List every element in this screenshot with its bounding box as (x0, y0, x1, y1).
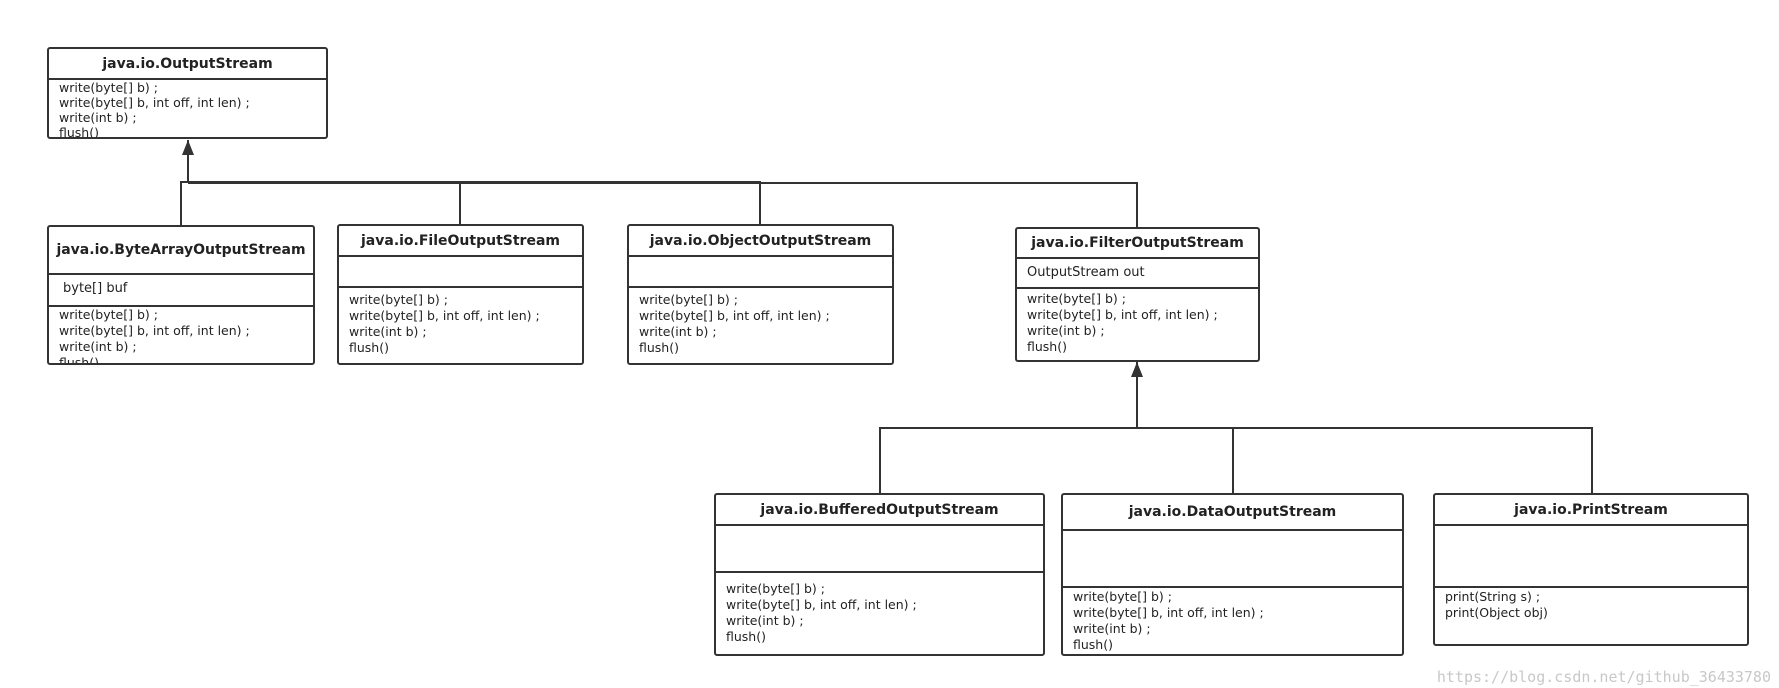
operations-compartment: print(String s) ; print(Object obj) (1435, 588, 1747, 621)
class-name: java.io.BufferedOutputStream (716, 495, 1043, 526)
attributes-compartment: byte[] buf (49, 275, 313, 307)
class-name: java.io.FileOutputStream (339, 226, 582, 257)
operation: write(int b) ; (1073, 621, 1151, 636)
operations-compartment: write(byte[] b) ; write(byte[] b, int of… (629, 288, 892, 356)
operation: flush() (59, 355, 99, 365)
class-name: java.io.ByteArrayOutputStream (49, 227, 313, 275)
class-buffered-output-stream[interactable]: java.io.BufferedOutputStream write(byte[… (714, 493, 1045, 656)
attributes-compartment (629, 257, 892, 288)
attributes-compartment (339, 257, 582, 288)
generalization-arrowhead (182, 140, 194, 155)
operation: write(byte[] b, int off, int len) ; (1027, 307, 1218, 322)
operation: write(byte[] b) ; (1027, 291, 1126, 306)
operation: flush() (349, 340, 389, 355)
operation: flush() (1073, 637, 1113, 652)
operation: flush() (59, 125, 99, 139)
generalization-arrowhead (1131, 362, 1143, 377)
operation: write(int b) ; (1027, 323, 1105, 338)
class-name: java.io.DataOutputStream (1063, 495, 1402, 531)
operation: write(byte[] b, int off, int len) ; (639, 308, 830, 323)
attributes-compartment (716, 526, 1043, 573)
class-name: java.io.OutputStream (49, 49, 326, 80)
operation: write(int b) ; (59, 339, 137, 354)
operation: flush() (1027, 339, 1067, 354)
class-file-output-stream[interactable]: java.io.FileOutputStream write(byte[] b)… (337, 224, 584, 365)
class-name: java.io.FilterOutputStream (1017, 229, 1258, 259)
operation: write(int b) ; (349, 324, 427, 339)
attributes-compartment: OutputStream out (1017, 259, 1258, 289)
class-object-output-stream[interactable]: java.io.ObjectOutputStream write(byte[] … (627, 224, 894, 365)
operations-compartment: write(byte[] b) ; write(byte[] b, int of… (1063, 588, 1402, 653)
operations-compartment: write(byte[] b) ; write(byte[] b, int of… (716, 573, 1043, 645)
operation: write(byte[] b) ; (59, 80, 158, 95)
attributes-compartment (1435, 526, 1747, 588)
class-print-stream[interactable]: java.io.PrintStream print(String s) ; pr… (1433, 493, 1749, 646)
class-data-output-stream[interactable]: java.io.DataOutputStream write(byte[] b)… (1061, 493, 1404, 656)
edge-file-to-outputstream (188, 181, 461, 225)
attribute: byte[] buf (63, 281, 128, 296)
class-name: java.io.ObjectOutputStream (629, 226, 892, 257)
watermark-url: https://blog.csdn.net/github_36433780 (1436, 668, 1771, 686)
operation: write(byte[] b) ; (59, 307, 158, 322)
operation: write(byte[] b, int off, int len) ; (59, 323, 250, 338)
edge-print-to-filter (1137, 427, 1593, 494)
edge-bytearray-to-outputstream (180, 140, 189, 226)
edge-buffered-to-filter (879, 362, 1138, 494)
attribute: OutputStream out (1027, 265, 1145, 280)
class-output-stream[interactable]: java.io.OutputStream write(byte[] b) ; w… (47, 47, 328, 139)
operation: write(byte[] b) ; (349, 292, 448, 307)
operation: flush() (639, 340, 679, 355)
class-filter-output-stream[interactable]: java.io.FilterOutputStream OutputStream … (1015, 227, 1260, 362)
operation: write(byte[] b, int off, int len) ; (59, 95, 250, 110)
operations-compartment: write(byte[] b) ; write(byte[] b, int of… (49, 80, 326, 139)
attributes-compartment (1063, 531, 1402, 588)
class-byte-array-output-stream[interactable]: java.io.ByteArrayOutputStream byte[] buf… (47, 225, 315, 365)
operation: write(byte[] b, int off, int len) ; (1073, 605, 1264, 620)
operation: write(byte[] b) ; (1073, 589, 1172, 604)
operations-compartment: write(byte[] b) ; write(byte[] b, int of… (49, 307, 313, 365)
operations-compartment: write(byte[] b) ; write(byte[] b, int of… (1017, 289, 1258, 355)
operation: write(byte[] b, int off, int len) ; (726, 597, 917, 612)
operation: write(byte[] b) ; (726, 581, 825, 596)
edge-data-to-filter (1137, 427, 1234, 494)
operation: write(byte[] b, int off, int len) ; (349, 308, 540, 323)
operation: print(Object obj) (1445, 605, 1548, 620)
operation: write(int b) ; (59, 110, 137, 125)
operation: write(int b) ; (639, 324, 717, 339)
operation: write(int b) ; (726, 613, 804, 628)
operation: flush() (726, 629, 766, 644)
edge-filter-to-outputstream (188, 182, 1138, 228)
operation: write(byte[] b) ; (639, 292, 738, 307)
operations-compartment: write(byte[] b) ; write(byte[] b, int of… (339, 288, 582, 356)
edge-object-to-outputstream (188, 181, 761, 225)
class-name: java.io.PrintStream (1435, 495, 1747, 526)
operation: print(String s) ; (1445, 589, 1541, 604)
